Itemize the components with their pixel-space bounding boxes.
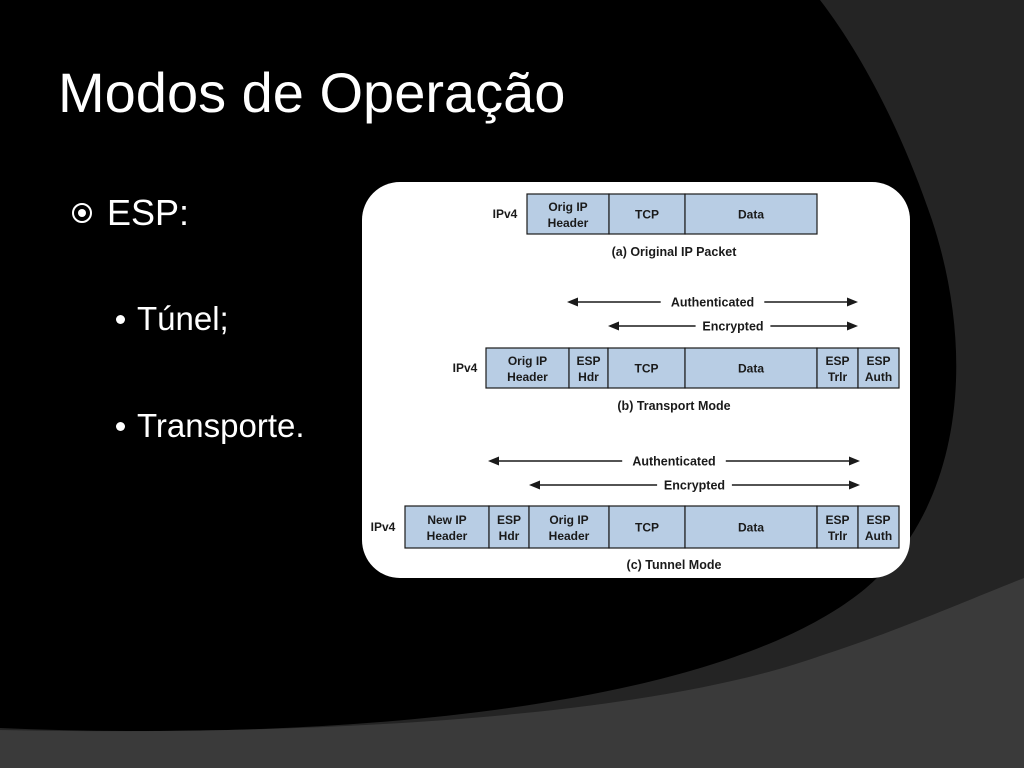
transport-authenticated-arrow-label: Authenticated (671, 296, 754, 310)
original-cell-label: Header (548, 216, 589, 230)
tunnel-encrypted-arrow-label: Encrypted (664, 479, 725, 493)
transport-cell (684, 347, 818, 389)
tunnel-cell-label: ESP (497, 513, 521, 527)
tunnel-cell-label: Auth (865, 529, 892, 543)
sub-bullet-tunnel-text: Túnel; (137, 300, 229, 337)
transport-cell-label: ESP (866, 354, 890, 368)
tunnel-cell (857, 505, 900, 549)
original-ipv4-label: IPv4 (493, 207, 518, 221)
original-cell (684, 193, 818, 235)
tunnel-cell-label: Trlr (828, 529, 848, 543)
tunnel-cell-label: Header (427, 529, 468, 543)
original-cell-label: TCP (635, 208, 659, 222)
original-caption: (a) Original IP Packet (612, 245, 738, 259)
tunnel-cell-label: Header (549, 529, 590, 543)
original-cell (526, 193, 610, 235)
original-cell (608, 193, 686, 235)
tunnel-cell (488, 505, 530, 549)
tunnel-cell-label: TCP (635, 521, 659, 535)
transport-cell (857, 347, 900, 389)
tunnel-cell-label: ESP (825, 513, 849, 527)
tunnel-authenticated-arrow-arrowhead-right-icon (849, 456, 860, 466)
tunnel-cell (404, 505, 490, 549)
original-cell-label: Orig IP (548, 200, 587, 214)
transport-authenticated-arrow-arrowhead-right-icon (847, 297, 858, 307)
transport-encrypted-arrow-arrowhead-right-icon (847, 321, 858, 331)
transport-cell-label: Auth (865, 370, 892, 384)
bullet-esp-text: ESP: (107, 192, 190, 233)
tunnel-encrypted-arrow-arrowhead-left-icon (529, 480, 540, 490)
transport-cell (816, 347, 859, 389)
tunnel-cell (684, 505, 818, 549)
tunnel-cell-label: Hdr (499, 529, 520, 543)
tunnel-cell-label: New IP (427, 513, 466, 527)
transport-caption: (b) Transport Mode (617, 399, 730, 413)
bullet-esp: ESP: (72, 192, 189, 234)
tunnel-cell-label: ESP (866, 513, 890, 527)
transport-encrypted-arrow-arrowhead-left-icon (608, 321, 619, 331)
sub-bullet-tunnel: Túnel; (116, 300, 229, 338)
transport-cell-label: ESP (825, 354, 849, 368)
transport-cell-label: Data (738, 362, 764, 376)
transport-authenticated-arrow-arrowhead-left-icon (567, 297, 578, 307)
transport-ipv4-label: IPv4 (453, 361, 478, 375)
transport-cell-label: Hdr (578, 370, 599, 384)
tunnel-authenticated-arrow-label: Authenticated (632, 455, 715, 469)
transport-cell-label: Orig IP (508, 354, 547, 368)
transport-encrypted-arrow-label: Encrypted (702, 320, 763, 334)
tunnel-ipv4-label: IPv4 (371, 520, 396, 534)
dot-bullet-icon (116, 314, 125, 324)
circle-bullet-icon (72, 203, 92, 223)
transport-cell-label: Trlr (828, 370, 848, 384)
tunnel-caption: (c) Tunnel Mode (627, 558, 722, 572)
transport-cell-label: ESP (576, 354, 600, 368)
original-cell-label: Data (738, 208, 764, 222)
tunnel-cell-label: Data (738, 521, 764, 535)
sub-bullet-transport: Transporte. (116, 407, 305, 445)
slide-title: Modos de Operação (58, 61, 566, 124)
transport-cell (607, 347, 686, 389)
transport-cell-label: Header (507, 370, 548, 384)
dot-bullet-icon (116, 421, 125, 431)
tunnel-authenticated-arrow-arrowhead-left-icon (488, 456, 499, 466)
tunnel-encrypted-arrow-arrowhead-right-icon (849, 480, 860, 490)
tunnel-cell-label: Orig IP (549, 513, 588, 527)
tunnel-cell (816, 505, 859, 549)
background-swoosh-light (0, 578, 1024, 768)
tunnel-cell (608, 505, 686, 549)
transport-cell-label: TCP (635, 362, 659, 376)
sub-bullet-transport-text: Transporte. (137, 407, 305, 444)
